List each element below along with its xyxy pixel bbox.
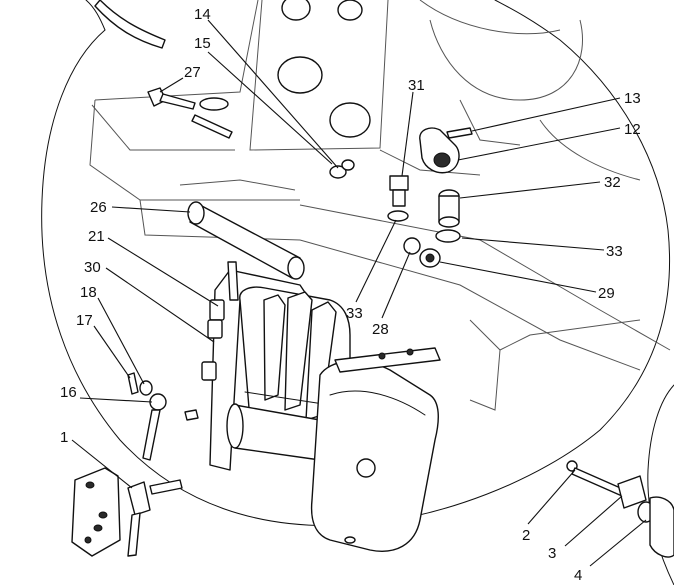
leader-27: [159, 77, 184, 93]
pin-17: [127, 372, 139, 395]
leader-32: [459, 181, 601, 199]
frame-hole: [329, 102, 371, 138]
washer-33-upper: [387, 210, 409, 222]
frame-hole: [281, 0, 311, 21]
washer-28: [403, 237, 421, 255]
callout-33a: 33: [606, 243, 623, 260]
leader-18: [97, 297, 145, 385]
bolt-2: [566, 460, 626, 497]
nut-14: [329, 165, 347, 179]
leader-33: [461, 237, 605, 251]
linkage-1: [71, 467, 183, 557]
leader-1: [71, 439, 133, 489]
detail-circle-2: [647, 384, 674, 585]
callout-13: 13: [624, 90, 641, 107]
bolt-31: [389, 175, 409, 207]
leader-2: [527, 469, 576, 525]
callout-numbers: 14 15 27 31 13 12 32 26 33 21 29 30 33 2…: [60, 6, 641, 584]
leader-16: [79, 397, 153, 403]
nut-29-hole: [425, 253, 435, 263]
callout-28: 28: [372, 321, 389, 338]
leader-12: [457, 127, 621, 161]
cable: [94, 0, 166, 49]
roller-26: [187, 201, 305, 280]
callout-31: 31: [408, 77, 425, 94]
bolt-32: [438, 189, 460, 228]
bolt-27: [147, 87, 196, 110]
leader-17: [93, 325, 131, 379]
callout-1: 1: [60, 429, 68, 446]
callout-18: 18: [80, 284, 97, 301]
leader-29: [439, 261, 597, 293]
callout-15: 15: [194, 35, 211, 52]
callout-26: 26: [90, 199, 107, 216]
callout-3: 3: [548, 545, 556, 562]
callout-29: 29: [598, 285, 615, 302]
callout-4: 4: [574, 567, 582, 584]
frame-hole: [277, 56, 323, 94]
leader-13: [471, 97, 621, 132]
detail-circle: [41, 0, 671, 527]
callout-33b: 33: [346, 305, 363, 322]
washer-33: [435, 229, 461, 243]
leader-30: [105, 267, 215, 343]
callout-27: 27: [184, 64, 201, 81]
callout-32: 32: [604, 174, 621, 191]
washer-15: [341, 159, 355, 171]
callout-30: 30: [84, 259, 101, 276]
washer-18: [139, 380, 153, 396]
stud: [191, 114, 233, 139]
leader-26: [111, 206, 191, 213]
leader-21: [107, 237, 219, 307]
callout-2: 2: [522, 527, 530, 544]
bracket-3: [617, 475, 647, 509]
frame-hole: [199, 97, 229, 111]
bolt-13: [446, 127, 473, 139]
leader-14: [207, 19, 339, 169]
frame-hole: [337, 0, 363, 21]
leader-33b: [355, 219, 397, 303]
rod-end-16: [142, 393, 167, 461]
drum-4: [649, 496, 674, 558]
leader-4: [589, 519, 647, 567]
callout-16: 16: [60, 384, 77, 401]
detail-circle-top: [85, 0, 106, 31]
callout-14: 14: [194, 6, 211, 23]
leader-3: [564, 495, 623, 547]
leader-15: [207, 51, 333, 165]
leader-28: [381, 251, 411, 319]
callout-21: 21: [88, 228, 105, 245]
callout-17: 17: [76, 312, 93, 329]
leader-lines: [71, 19, 647, 567]
motor-assembly: [184, 261, 441, 552]
callout-12: 12: [624, 121, 641, 138]
leader-31: [401, 91, 414, 177]
